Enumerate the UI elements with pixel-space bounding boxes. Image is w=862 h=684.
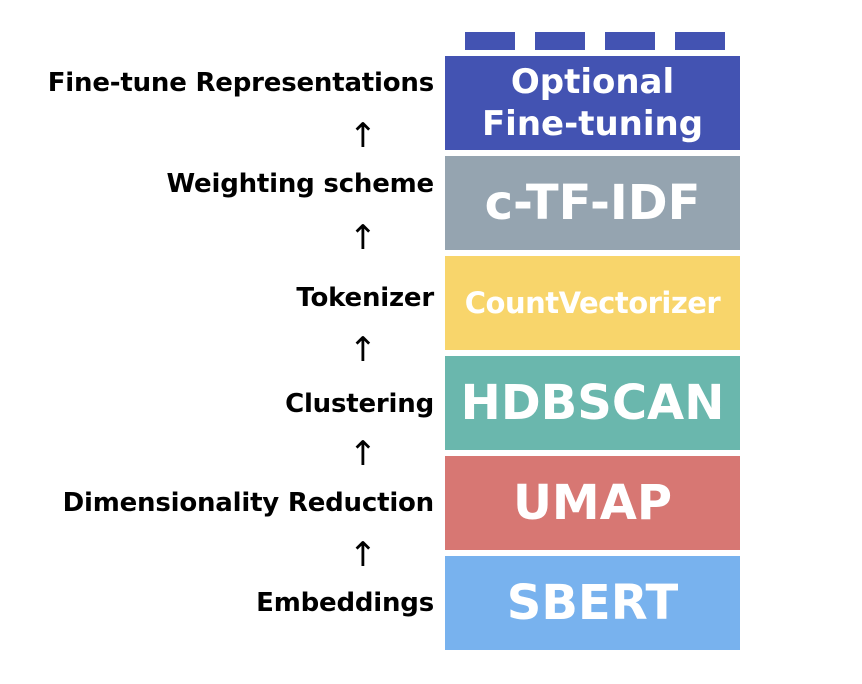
up-arrow-icon: ↑: [348, 330, 378, 370]
top-tab-3: [605, 32, 655, 50]
block-sbert-label: SBERT: [506, 575, 679, 631]
top-tab-4: [675, 32, 725, 50]
up-arrow-icon: ↑: [348, 434, 378, 474]
block-ctfidf-label: c-TF-IDF: [484, 175, 701, 231]
label-fine-tune-representations: Fine-tune Representations: [47, 68, 434, 98]
label-clustering: Clustering: [285, 389, 434, 419]
block-umap: UMAP: [445, 456, 740, 550]
label-tokenizer: Tokenizer: [296, 283, 434, 313]
block-hdbscan-label: HDBSCAN: [460, 375, 725, 431]
block-fine-tuning-line2: Fine-tuning: [481, 104, 704, 144]
label-embeddings: Embeddings: [256, 588, 434, 618]
up-arrow-icon: ↑: [348, 218, 378, 258]
up-arrow-icon: ↑: [348, 116, 378, 156]
block-sbert: SBERT: [445, 556, 740, 650]
block-optional-fine-tuning: Optional Fine-tuning: [445, 56, 740, 150]
label-weighting-scheme: Weighting scheme: [166, 169, 435, 199]
block-umap-label: UMAP: [512, 475, 673, 531]
block-countvectorizer-label: CountVectorizer: [464, 286, 721, 320]
block-countvectorizer: CountVectorizer: [445, 256, 740, 350]
block-ctfidf: c-TF-IDF: [445, 156, 740, 250]
label-dimensionality-reduction: Dimensionality Reduction: [62, 488, 435, 518]
top-tab-1: [465, 32, 515, 50]
top-tab-2: [535, 32, 585, 50]
block-hdbscan: HDBSCAN: [445, 356, 740, 450]
up-arrow-icon: ↑: [348, 535, 378, 575]
block-fine-tuning-line1: Optional: [510, 62, 675, 102]
